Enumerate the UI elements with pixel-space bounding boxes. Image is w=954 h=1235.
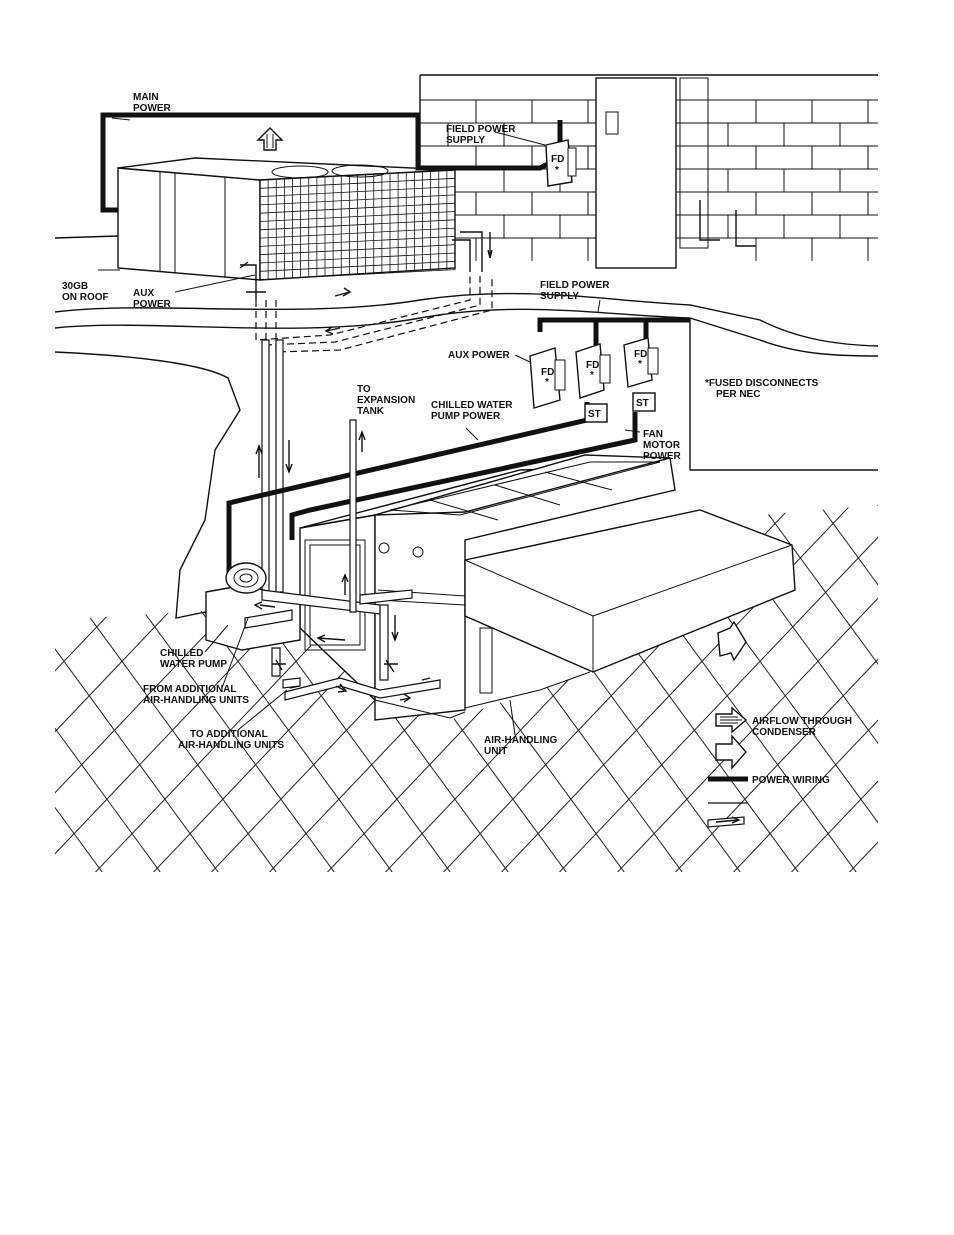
label-pump-1: CHILLED bbox=[160, 648, 203, 659]
dashed-lines bbox=[255, 275, 493, 353]
label-ahu-2: UNIT bbox=[484, 746, 507, 757]
fd-aux: FD * bbox=[529, 347, 566, 409]
fd-label-wall: FD bbox=[551, 154, 564, 165]
interior-walls bbox=[54, 318, 878, 619]
label-fan-1: FAN bbox=[643, 429, 663, 440]
chilled-water-pump-assembly bbox=[205, 419, 441, 703]
starter-fan: ST bbox=[632, 392, 656, 412]
label-field-power-top-1: FIELD POWER bbox=[446, 124, 516, 135]
label-field-power-right-2: SUPPLY bbox=[540, 291, 579, 302]
label-aux-top-2: POWER bbox=[133, 299, 172, 310]
label-to-additional-1: TO ADDITIONAL bbox=[190, 729, 268, 740]
label-pump-power-2: PUMP POWER bbox=[431, 411, 501, 422]
hollow-arrow-icon bbox=[715, 734, 747, 770]
label-main-power-2: POWER bbox=[133, 103, 172, 114]
fd-star-fan: * bbox=[638, 359, 642, 370]
fd-star-pump: * bbox=[590, 370, 594, 381]
fd-fan: FD * bbox=[623, 337, 659, 388]
label-expansion-2: EXPANSION bbox=[357, 395, 415, 406]
st-label-pump: ST bbox=[588, 409, 601, 420]
label-fan-3: POWER bbox=[643, 451, 682, 462]
leader-lines bbox=[98, 117, 641, 736]
fd-label-aux: FD bbox=[541, 367, 554, 378]
label-fused-2: PER NEC bbox=[716, 389, 760, 400]
label-aux-top-1: AUX bbox=[133, 288, 154, 299]
brick-wall bbox=[419, 74, 878, 269]
roof-edge bbox=[54, 235, 879, 357]
label-pump-power-1: CHILLED WATER bbox=[431, 400, 513, 411]
diagram-labels: MAIN POWER FIELD POWER SUPPLY 30GB ON RO… bbox=[62, 92, 819, 757]
fd-label-fan: FD bbox=[634, 349, 647, 360]
supply-airflow-arrow bbox=[717, 620, 747, 662]
label-from-additional-2: AIR-HANDLING UNITS bbox=[143, 695, 249, 706]
label-field-power-right-1: FIELD POWER bbox=[540, 280, 610, 291]
label-from-additional-1: FROM ADDITIONAL bbox=[143, 684, 237, 695]
label-main-power-1: MAIN bbox=[133, 92, 159, 103]
fd-label-pump: FD bbox=[586, 360, 599, 371]
label-ahu-1: AIR-HANDLING bbox=[484, 735, 558, 746]
label-fan-2: MOTOR bbox=[643, 440, 681, 451]
chilled-water-risers bbox=[255, 339, 293, 593]
st-label-fan: ST bbox=[636, 398, 649, 409]
wall-fused-disconnect: FD * bbox=[545, 139, 577, 187]
fused-disconnects: FD * FD * FD * ST ST bbox=[529, 337, 659, 423]
legend-text-power-wiring: POWER WIRING bbox=[752, 775, 830, 786]
fd-pump: FD * bbox=[575, 343, 611, 399]
label-aux-power-right: AUX POWER bbox=[448, 350, 510, 361]
label-30gb-1: 30GB bbox=[62, 281, 88, 292]
starter-pump: ST bbox=[584, 403, 608, 423]
label-to-additional-2: AIR-HANDLING UNITS bbox=[178, 740, 284, 751]
label-pump-2: WATER PUMP bbox=[160, 659, 227, 670]
legend-text-airflow-2: CONDENSER bbox=[752, 727, 817, 738]
label-field-power-top-2: SUPPLY bbox=[446, 135, 485, 146]
label-30gb-2: ON ROOF bbox=[62, 292, 109, 303]
condenser-piping bbox=[239, 231, 493, 300]
label-fused-1: *FUSED DISCONNECTS bbox=[705, 378, 819, 389]
fd-star-aux: * bbox=[545, 377, 549, 388]
airflow-up-arrow bbox=[256, 127, 284, 151]
label-expansion-1: TO bbox=[357, 384, 371, 395]
condenser-unit-30gb bbox=[117, 127, 456, 281]
label-expansion-3: TANK bbox=[357, 406, 385, 417]
pipe-arrow-icon bbox=[707, 816, 745, 828]
fd-star-wall: * bbox=[555, 165, 559, 176]
legend-item-airflow-condenser: AIRFLOW THROUGH CONDENSER bbox=[715, 706, 852, 738]
legend-text-airflow-1: AIRFLOW THROUGH bbox=[752, 716, 852, 727]
legend-item-airflow bbox=[715, 734, 747, 770]
legend-item-power-wiring: POWER WIRING bbox=[708, 775, 830, 786]
legend-item-pipe-arrow bbox=[707, 816, 745, 828]
legend: AIRFLOW THROUGH CONDENSER POWER WIRING bbox=[707, 706, 852, 828]
